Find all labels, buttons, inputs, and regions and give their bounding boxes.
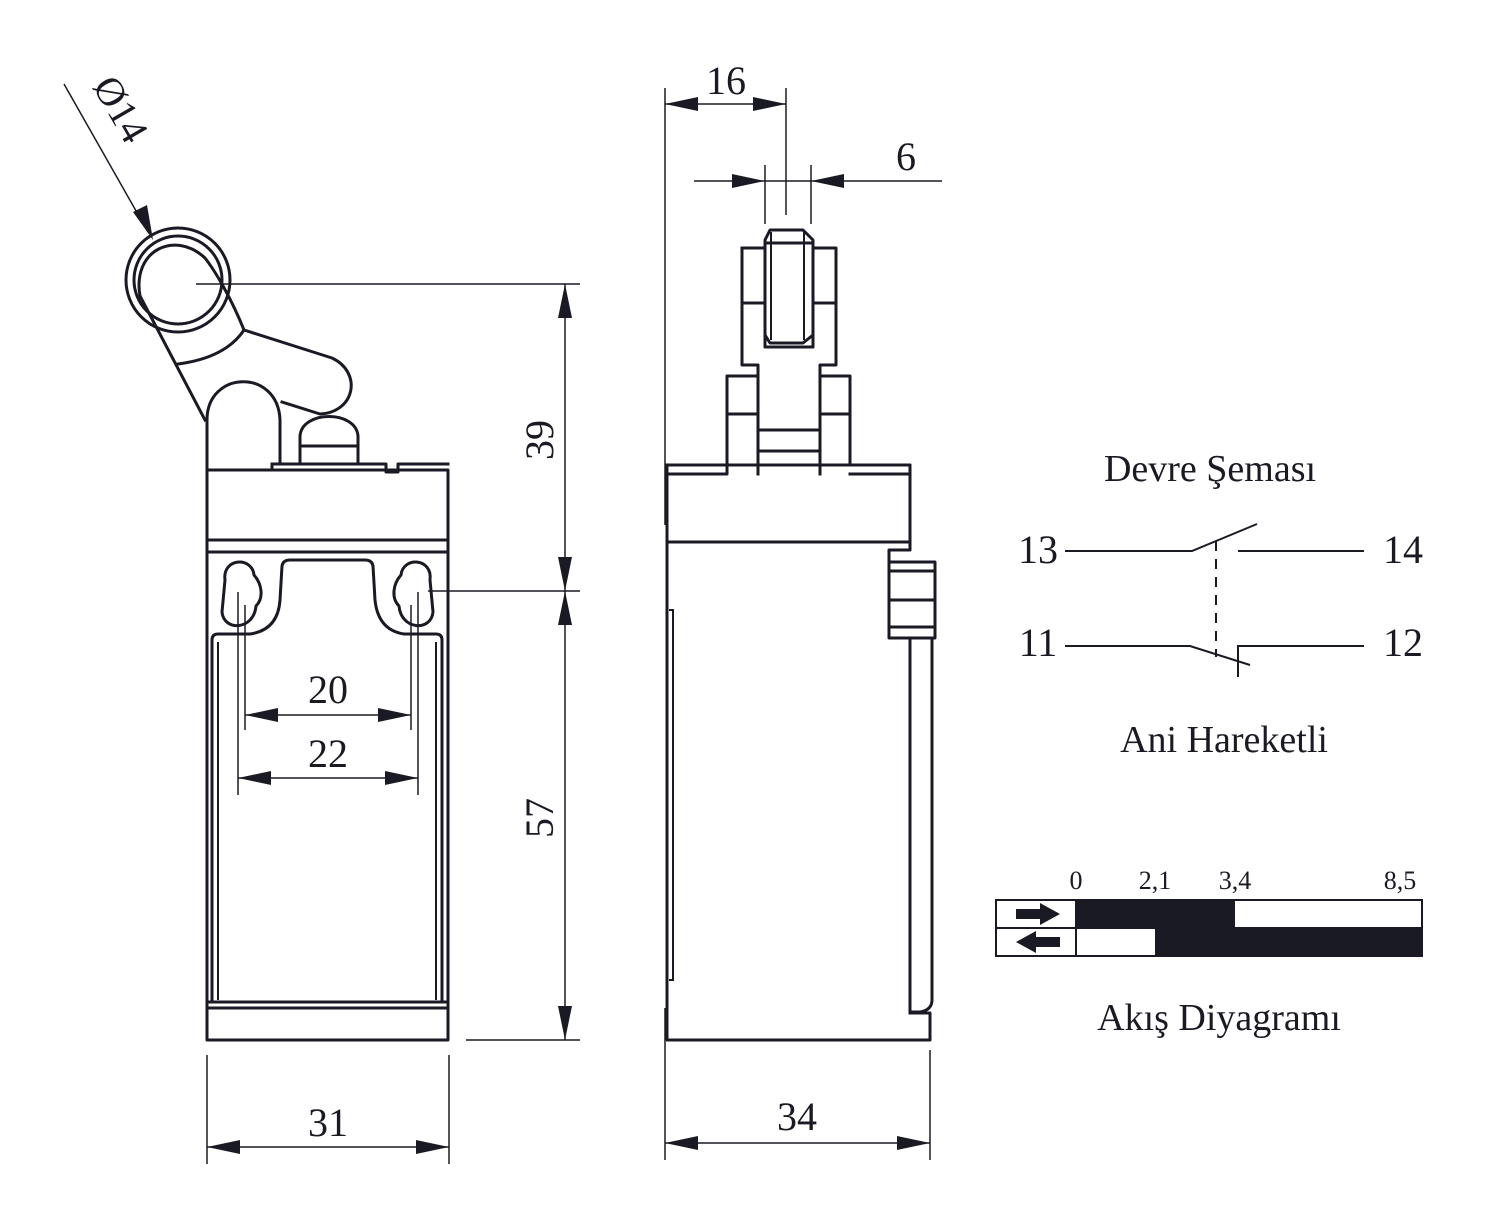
diameter-leader [63,83,149,233]
roller-outer [124,226,232,334]
head-side [665,463,912,544]
dim-arrow [753,97,786,111]
terminal-14: 14 [1383,527,1423,572]
dim-arrow [238,771,271,785]
body-notch [669,609,674,981]
cover-bottom-lip [208,1000,448,1010]
arrow-left-icon [1016,931,1060,953]
nc-contact-line [1237,645,1364,677]
terminal-13: 13 [1018,527,1058,572]
head-block [205,468,450,542]
nc-contact-blade [1065,645,1251,666]
switch-body [205,550,450,1042]
dim-arrow [207,1140,240,1154]
dim-57-label: 57 [517,798,562,838]
dim-arrow [385,771,418,785]
flow-bars [1076,901,1422,955]
front-dimensions: Ø14 39 57 20 22 31 [63,68,580,1164]
roller-axle-housing [763,241,815,349]
body-side [665,540,932,1042]
dim-arrow [378,708,411,722]
scale-label: 8,5 [1384,866,1417,895]
lever-arm-right [176,328,353,416]
terminal-12: 12 [1383,620,1423,665]
dim-arrow [732,174,765,188]
head-top [665,463,912,542]
dim-20-label: 20 [308,667,348,712]
front-view [124,226,450,1042]
dim-39-label: 39 [517,420,562,460]
dim-arrow [558,284,572,318]
lever-arm-left [137,293,208,423]
lever-fork [725,246,852,467]
mounting-hole-right [392,560,435,628]
flow-bar-return [1155,929,1422,955]
dim-16-label: 16 [706,58,746,103]
scale-label: 0 [1070,866,1083,895]
lever-arm-top [137,243,246,332]
scale-label: 3,4 [1219,866,1252,895]
dim-arrow [416,1140,449,1154]
head-band [205,538,450,554]
no-contact-blade [1065,523,1258,552]
circuit-subtitle: Ani Hareketli [1120,719,1328,761]
cover-inner-lines [217,642,437,1000]
actuator-side-lines [887,569,934,629]
diameter-arrow [133,205,153,240]
scale-label: 2,1 [1139,866,1172,895]
dim-arrow [811,174,844,188]
roller-inner [132,234,224,326]
roller-side-inner [770,232,805,340]
side-dimensions: 16 6 34 [664,58,942,1160]
side-view [665,228,937,1042]
arrow-right-icon [1016,903,1060,925]
dim-arrow [665,1136,698,1150]
flow-title: Akış Diyagramı [1097,997,1341,1039]
dim-6-label: 6 [896,134,916,179]
roller-side [763,228,815,345]
circuit-title: Devre Şeması [1104,448,1316,490]
mounting-hole-left [220,560,263,628]
terminal-11: 11 [1019,620,1058,665]
actuator-side-block [887,540,937,640]
cover-outline [210,558,444,1002]
dim-31-label: 31 [308,1100,348,1145]
plunger [298,415,360,466]
roller-lever [124,226,450,474]
dim-arrow [558,1006,572,1040]
dim-arrow [665,97,698,111]
head-top-edge [270,462,450,474]
dim-34-label: 34 [777,1094,817,1139]
dim-arrow [897,1136,930,1150]
shaft [756,374,822,476]
flow-diagram: 0 2,1 3,4 8,5 Akış Diyagramı [995,866,1423,1039]
dim-arrow [558,557,572,591]
dim-arrow [558,591,572,625]
cover-side [908,636,934,1014]
lever-hub [205,380,282,472]
dim-22-label: 22 [308,731,348,776]
circuit-schema: Devre Şeması 13 14 11 12 Ani Hareketli [1018,448,1423,761]
flow-bar-forward [1076,901,1235,927]
dim-arrow [245,708,278,722]
